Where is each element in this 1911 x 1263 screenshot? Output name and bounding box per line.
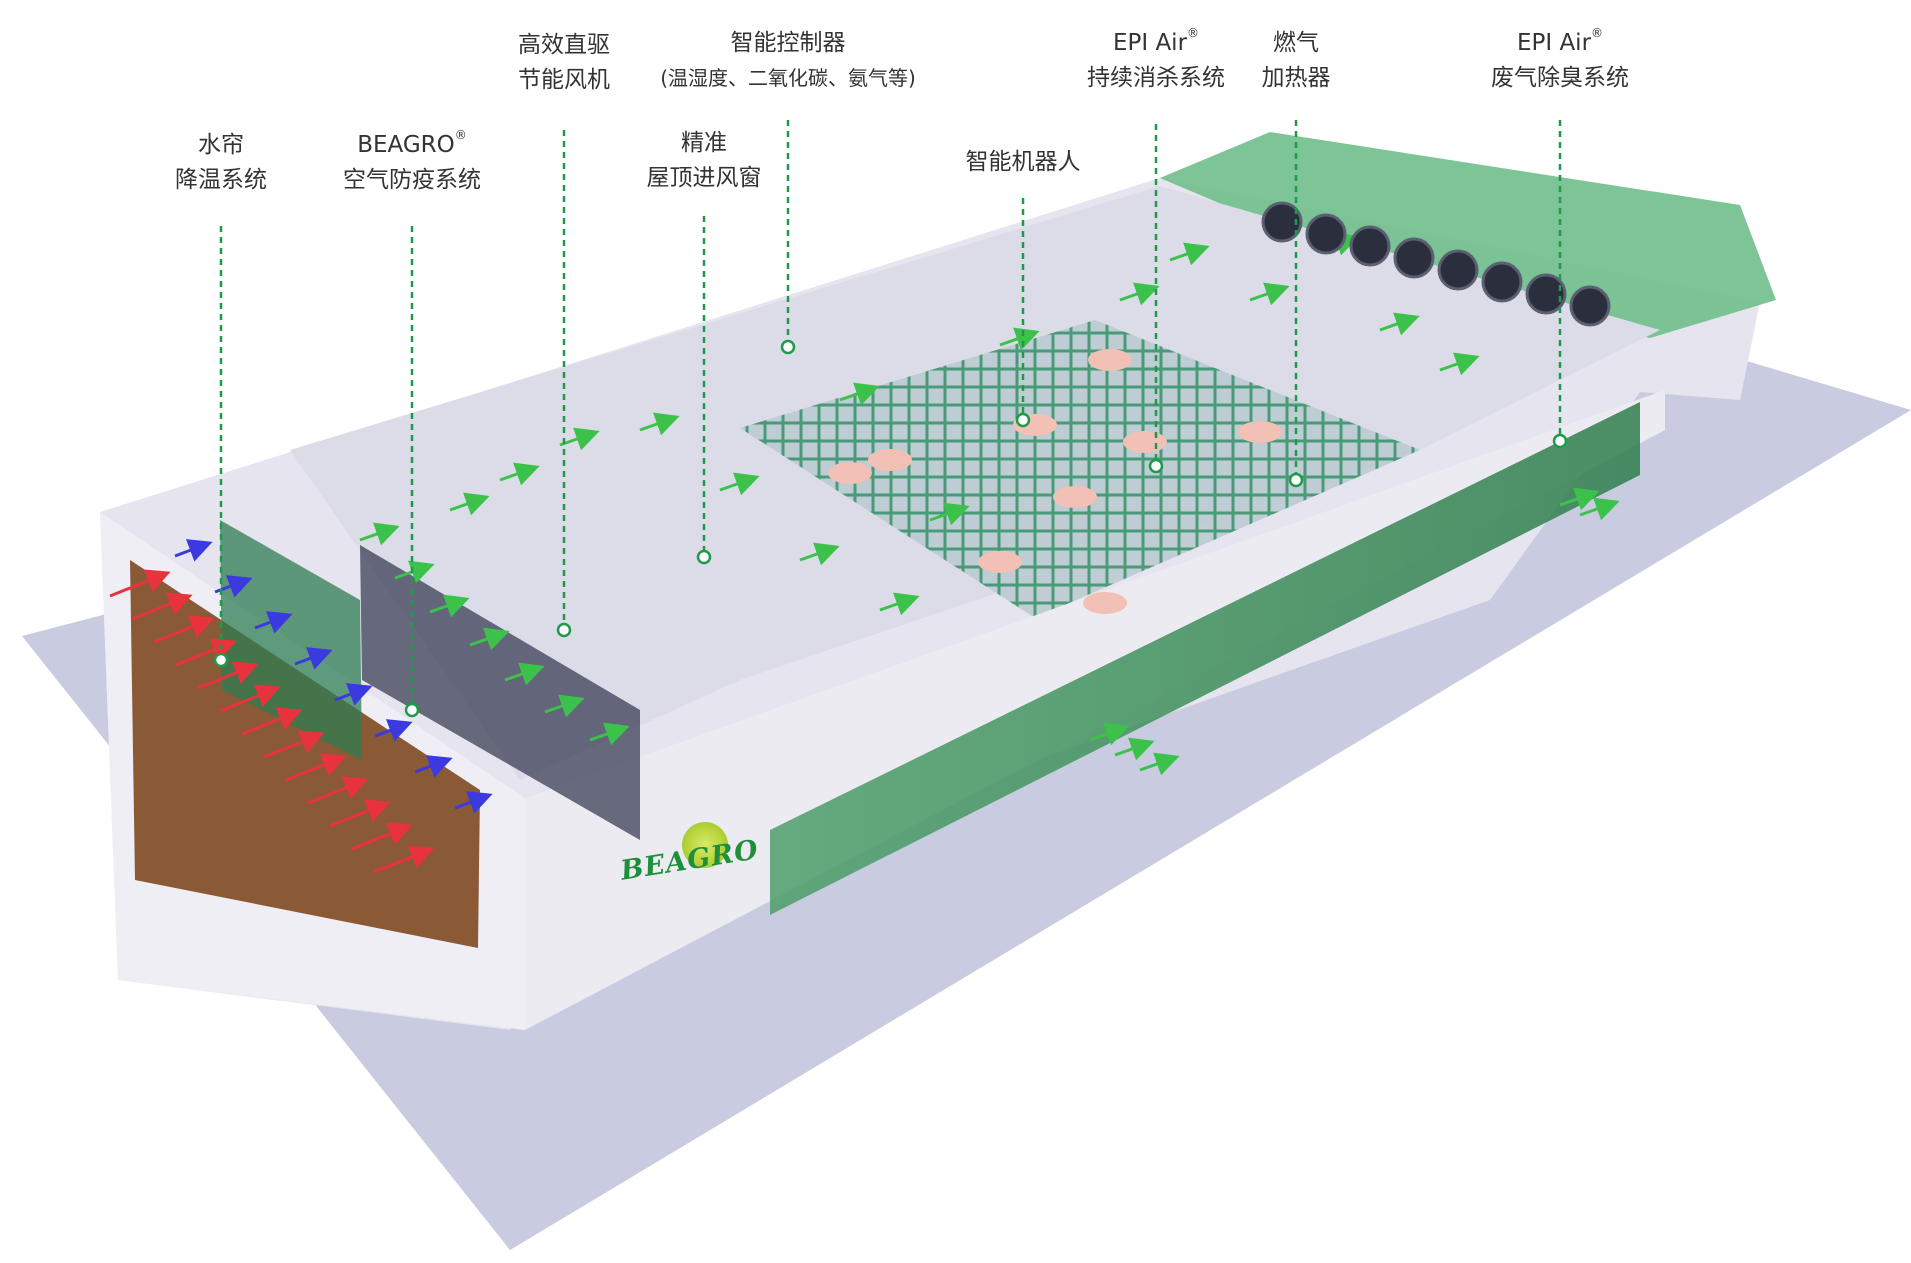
fresh-air-arrow [1379, 312, 1420, 336]
label-fan: 高效直驱 节能风机 [518, 32, 610, 93]
glass-curtain [770, 402, 1640, 915]
cool-air-arrow [254, 611, 293, 634]
anchor-dot [1552, 433, 1568, 449]
anchor-dot [1288, 472, 1304, 488]
fresh-air-arrow [359, 522, 400, 546]
fan-icon [1569, 285, 1611, 327]
cool-air-arrow [174, 539, 213, 562]
fresh-air-arrow [559, 427, 600, 451]
fresh-air-arrow [1579, 497, 1620, 521]
pig-icon [978, 551, 1022, 573]
fan-icon [1525, 273, 1567, 315]
leader-lines [213, 120, 1568, 718]
anchor-dot [1015, 412, 1031, 428]
fresh-air-arrow [719, 472, 760, 496]
fresh-air-arrow [639, 412, 680, 436]
hot-air-arrow [109, 569, 171, 598]
fresh-air-arrow [429, 594, 470, 618]
label-controller: 智能控制器 (温湿度、二氧化碳、氨气等) [660, 30, 916, 90]
cool-air-arrow [334, 683, 373, 706]
fresh-air-arrow [1089, 722, 1130, 746]
fresh-air-arrow [1119, 282, 1160, 306]
hot-air-arrow [351, 822, 413, 851]
label-gas-heater: 燃气 加热器 [1261, 30, 1331, 91]
cool-air-arrow [414, 755, 453, 778]
fresh-air-arrow [1439, 352, 1480, 376]
fresh-air-arrow [499, 462, 540, 486]
label-roof-inlet: 精准 屋顶进风窗 [646, 130, 762, 191]
anchor-dot [696, 549, 712, 565]
hot-air-arrow [307, 776, 369, 805]
fresh-air-arrow [589, 722, 630, 746]
pen-area [740, 320, 1420, 618]
label-water-curtain: 水帘 降温系统 [175, 132, 267, 193]
cool-air-arrow [454, 791, 493, 814]
fresh-air-arrow [999, 327, 1040, 351]
pig-icon [1053, 486, 1097, 508]
fresh-air-arrow [449, 492, 490, 516]
anchor-dot [556, 622, 572, 638]
fresh-air-arrow [839, 382, 880, 406]
fan-icon [1393, 237, 1435, 279]
pig-icon [868, 449, 912, 471]
cool-air-arrow [294, 647, 333, 670]
pig-icon [1083, 592, 1127, 614]
anchor-dot [404, 702, 420, 718]
roof-section [1160, 132, 1776, 338]
fan-panel-row [360, 545, 640, 840]
fan-icon [1437, 249, 1479, 291]
fresh-air-arrow [929, 502, 970, 526]
hot-air-arrow [285, 753, 347, 782]
anchor-dot [1148, 458, 1164, 474]
fresh-air-arrow [1169, 242, 1210, 266]
fan-icon [1305, 213, 1347, 255]
logo-sun-icon [682, 822, 728, 868]
fresh-air-arrow [1249, 282, 1290, 306]
fan-icon [1349, 225, 1391, 267]
fresh-air-arrow [879, 592, 920, 616]
pig-icon [1123, 431, 1167, 453]
fresh-air-arrow [1139, 752, 1180, 776]
hot-air-arrow [241, 707, 303, 736]
hot-air-arrow [197, 661, 259, 690]
fan-icon [1261, 201, 1303, 243]
fresh-air-arrow [1114, 737, 1155, 761]
label-robot: 智能机器人 [965, 149, 1081, 175]
fresh-air-arrow [469, 627, 510, 651]
exhaust-fans [1261, 201, 1611, 327]
fresh-air-arrow [544, 694, 585, 718]
hot-air-arrow [219, 684, 281, 713]
label-epi-disinfect: EPI Air® 持续消杀系统 [1087, 26, 1225, 91]
anchor-dot [213, 652, 229, 668]
fresh-air-arrow [799, 542, 840, 566]
fan-icon [1481, 261, 1523, 303]
hot-air-arrow [373, 845, 435, 874]
pigs [828, 349, 1282, 614]
hot-air-arrow [263, 730, 325, 759]
hot-air-arrow [329, 799, 391, 828]
hot-air-arrow [153, 615, 215, 644]
pig-icon [1238, 421, 1282, 443]
hot-air-arrow [131, 592, 193, 621]
pig-icon [828, 462, 872, 484]
label-epi-deodor: EPI Air® 废气除臭系统 [1491, 26, 1629, 91]
anchor-dot [780, 339, 796, 355]
fresh-air-arrow [1559, 487, 1600, 511]
fresh-air-arrow [504, 662, 545, 686]
cool-air-arrow [374, 719, 413, 742]
airflow-arrows [109, 232, 1620, 874]
label-beagro-air: BEAGRO® 空气防疫系统 [343, 128, 481, 193]
pig-icon [1088, 349, 1132, 371]
